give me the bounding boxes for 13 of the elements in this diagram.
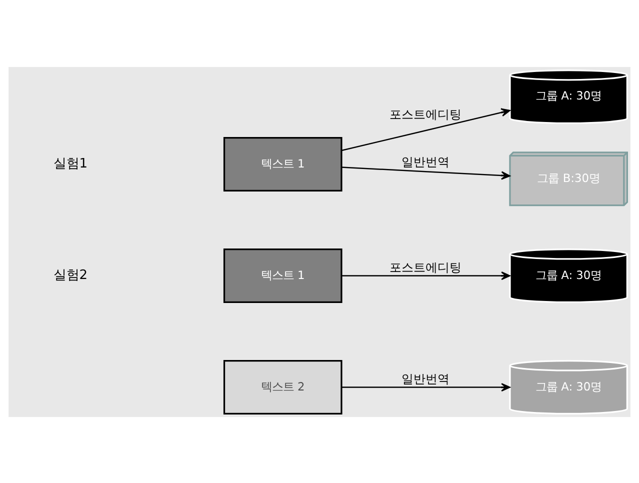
label: 실험2 [53, 267, 88, 282]
edge-label: 포스트에디팅 [390, 107, 462, 122]
edge-label: 포스트에디팅 [390, 260, 462, 274]
label: 실험1 [53, 156, 88, 171]
node-box: 텍스트 1 [223, 136, 342, 192]
arrow [341, 108, 510, 151]
arrow [341, 166, 510, 180]
arrow [342, 382, 510, 392]
node-box: 텍스트 2 [223, 360, 342, 414]
node-box: 텍스트 1 [223, 248, 342, 303]
arrow [342, 271, 510, 280]
edge-label: 일반번역 [402, 372, 450, 386]
edge-label: 일반번역 [402, 154, 450, 168]
